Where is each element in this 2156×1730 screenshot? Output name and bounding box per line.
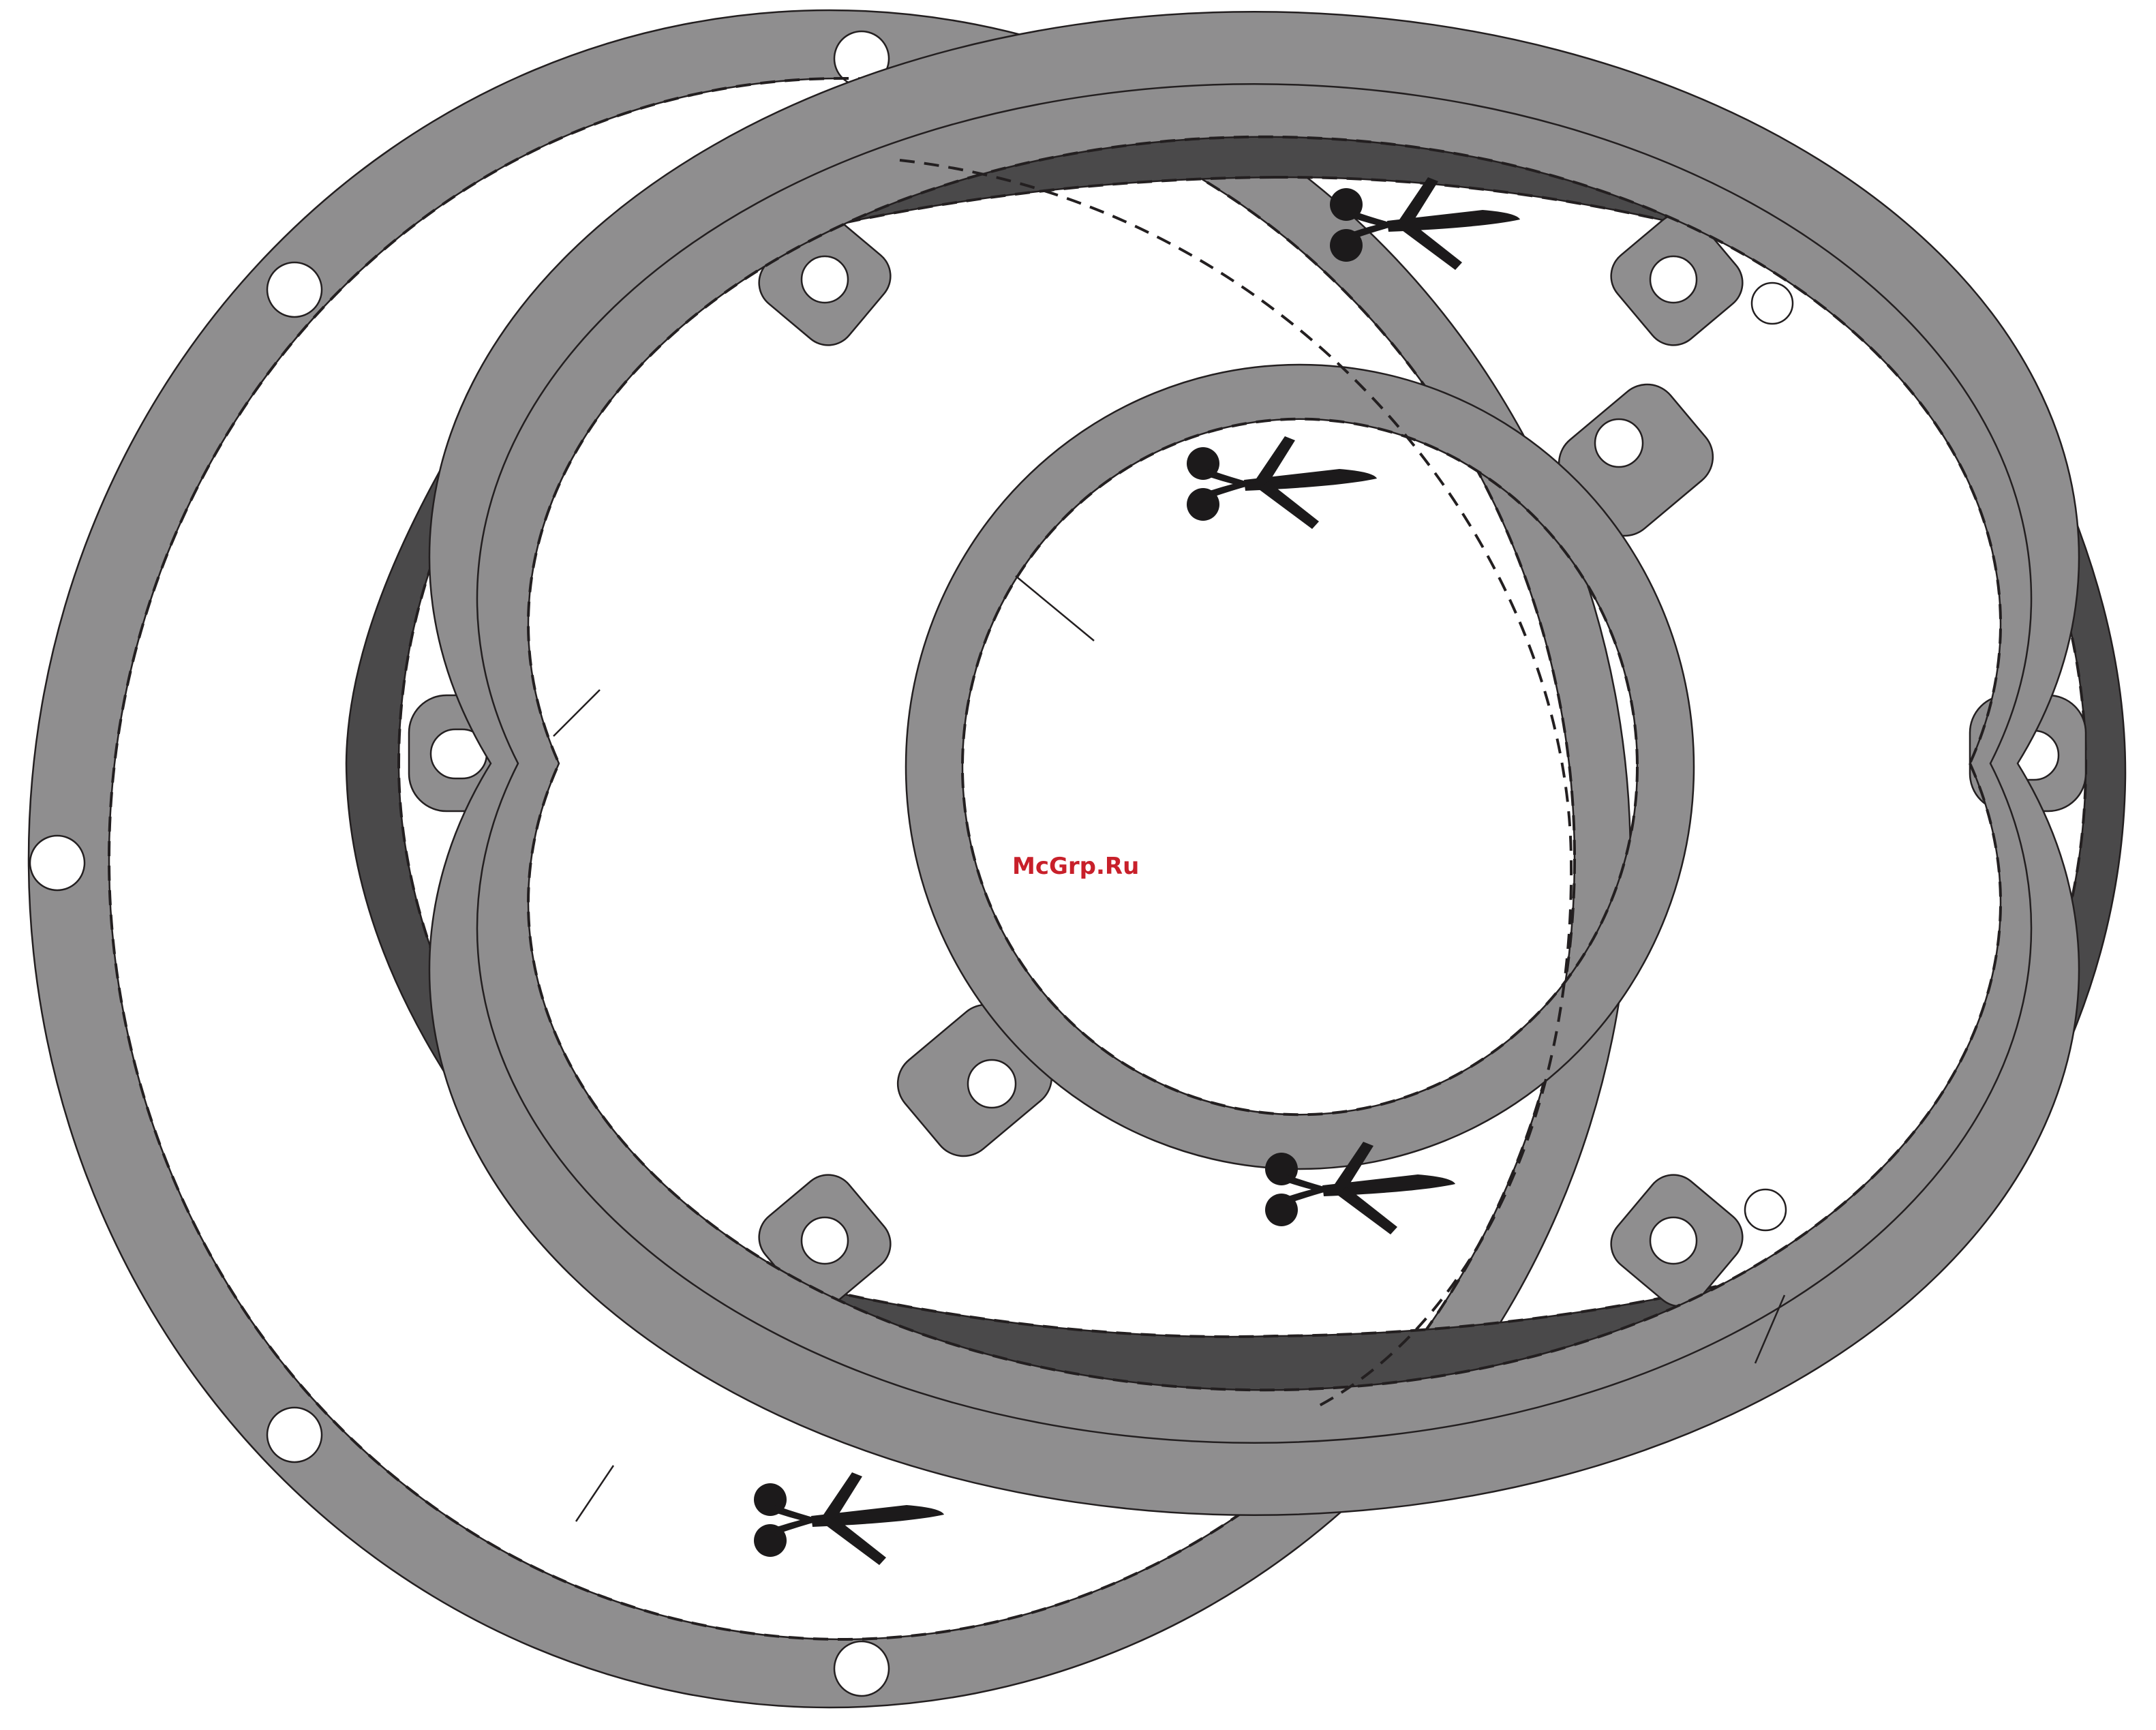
slot [802, 1217, 848, 1264]
oval-adapter-ring-body [429, 12, 2079, 1515]
leader-line [576, 1466, 613, 1521]
slot [802, 256, 848, 303]
leader-line [553, 690, 600, 736]
oval-adapter-ring [409, 12, 2086, 1515]
scissors-icon [754, 1472, 944, 1565]
leader-line [1016, 576, 1094, 641]
bolt-hole [1745, 1189, 1786, 1230]
bolt-hole [30, 836, 85, 890]
watermark: McGrp.Ru [1012, 853, 1139, 880]
slot [1650, 1217, 1697, 1264]
scissors-icon [1187, 436, 1377, 529]
bolt-hole [834, 1641, 889, 1696]
bolt-hole [267, 1408, 322, 1462]
bolt-hole [267, 262, 322, 317]
keyhole-slot [968, 1060, 1016, 1108]
guide-cut-arc [900, 160, 1571, 1408]
slot [1650, 256, 1697, 303]
keyhole-slot [1595, 419, 1643, 467]
bolt-hole [1752, 283, 1793, 324]
